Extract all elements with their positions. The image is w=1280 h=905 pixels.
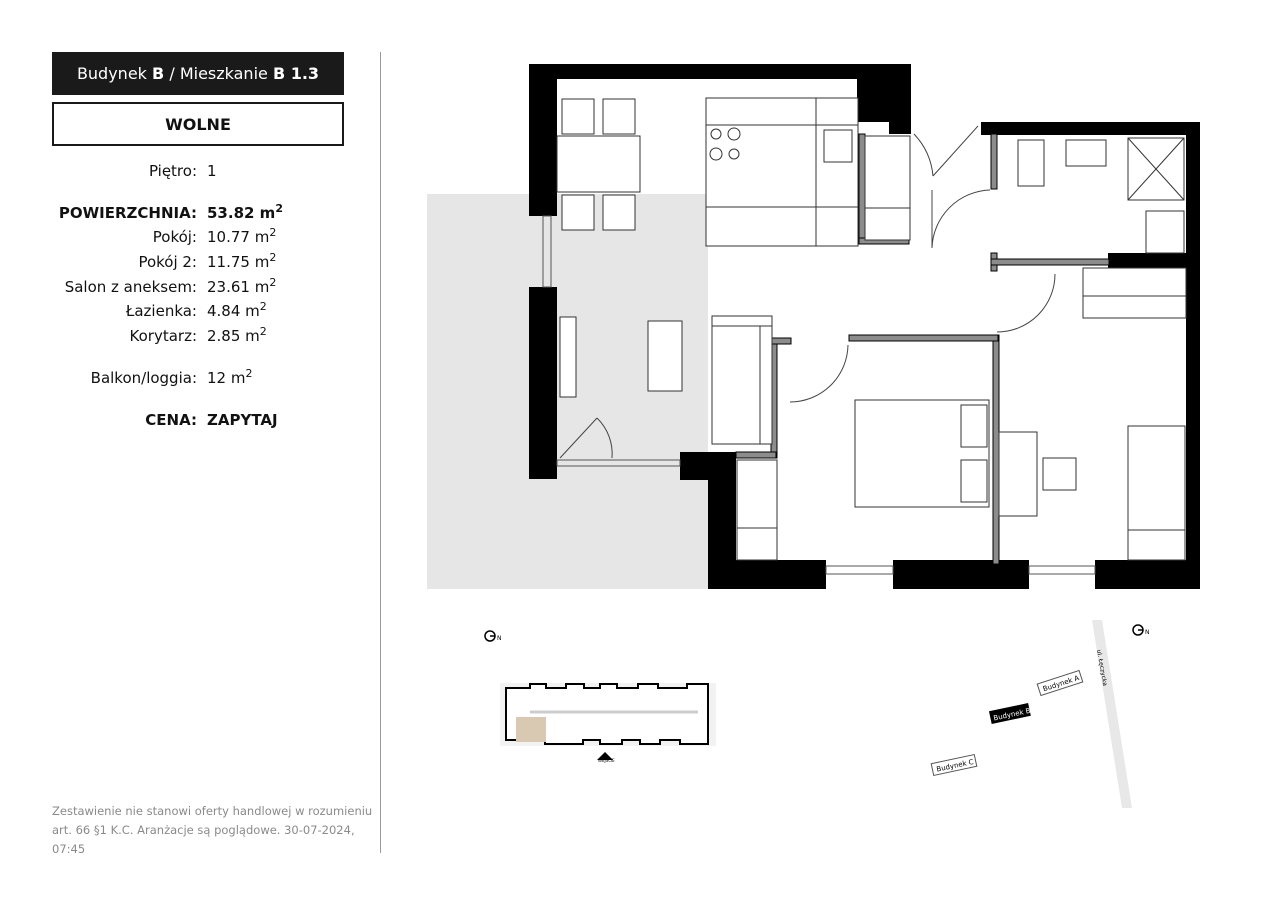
- compass-icon: N: [484, 630, 502, 642]
- room-value: 23.61 m2: [207, 276, 277, 296]
- balcony-value: 12 m2: [207, 367, 253, 387]
- balcony-row: Balkon/loggia: 12 m2: [0, 367, 400, 389]
- floor-value: 1: [207, 162, 217, 180]
- building-code: B: [152, 64, 165, 83]
- title-separator: /: [169, 64, 175, 83]
- apartment-highlight: [516, 717, 546, 742]
- room-value: 4.84 m2: [207, 300, 267, 320]
- room-label: Łazienka:: [125, 302, 197, 320]
- room-label: Pokój 2:: [138, 253, 197, 271]
- room-value: 10.77 m2: [207, 226, 277, 246]
- compass-label: N: [1145, 629, 1150, 636]
- apartment-code: B 1.3: [272, 64, 320, 83]
- entrance-label: WEJŚCIE: [598, 758, 615, 763]
- floor-label: Piętro:: [148, 162, 197, 180]
- area-total-row: POWIERZCHNIA: 53.82 m2: [0, 202, 400, 224]
- floor-row: Piętro: 1: [0, 162, 400, 182]
- room-row: Salon z aneksem: 23.61 m2: [0, 276, 400, 298]
- doors: [559, 125, 1056, 459]
- building-prefix: Budynek: [76, 64, 147, 83]
- details-panel: Piętro: 1 POWIERZCHNIA: 53.82 m2 Pokój: …: [0, 0, 400, 450]
- panel-divider: [380, 52, 381, 853]
- floor-key-plan: WEJŚCIE: [500, 683, 716, 763]
- room-row: Pokój 2: 11.75 m2: [0, 251, 400, 273]
- price-label: CENA:: [145, 411, 197, 429]
- status-text: WOLNE: [165, 114, 231, 134]
- room-label: Pokój:: [152, 228, 197, 246]
- apartment-prefix: Mieszkanie: [179, 64, 268, 83]
- room-row: Korytarz: 2.85 m2: [0, 325, 400, 347]
- area-total-value: 53.82 m2: [207, 202, 283, 222]
- room-label: Salon z aneksem:: [64, 278, 197, 296]
- windows: [542, 215, 1096, 575]
- area-total-label: POWIERZCHNIA:: [58, 204, 197, 222]
- room-row: Pokój: 10.77 m2: [0, 226, 400, 248]
- room-value: 2.85 m2: [207, 325, 267, 345]
- room-value: 11.75 m2: [207, 251, 277, 271]
- interior-partitions: [735, 133, 1110, 565]
- room-label: Korytarz:: [129, 327, 197, 345]
- exterior-walls: [529, 64, 1200, 589]
- furniture: [556, 97, 1187, 561]
- compass-icon: N: [1132, 624, 1150, 636]
- price-row: CENA: ZAPYTAJ: [0, 411, 400, 431]
- status-badge: WOLNE: [52, 102, 344, 146]
- disclaimer: Zestawienie nie stanowi oferty handlowej…: [52, 804, 373, 856]
- balcony-label: Balkon/loggia:: [90, 369, 197, 387]
- room-row: Łazienka: 4.84 m2: [0, 300, 400, 322]
- price-value: ZAPYTAJ: [207, 411, 278, 429]
- site-plan: ul. Łęczycka Budynek A Budynek B Budynek…: [930, 620, 1132, 808]
- compass-label: N: [497, 635, 502, 642]
- apartment-title: Budynek B / Mieszkanie B 1.3: [52, 52, 344, 95]
